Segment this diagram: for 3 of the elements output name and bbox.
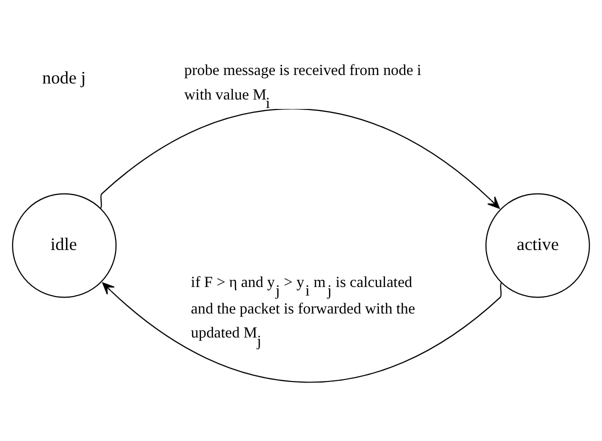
label: node j [42,68,86,88]
arrow [100,108,500,209]
arrow [102,282,502,383]
